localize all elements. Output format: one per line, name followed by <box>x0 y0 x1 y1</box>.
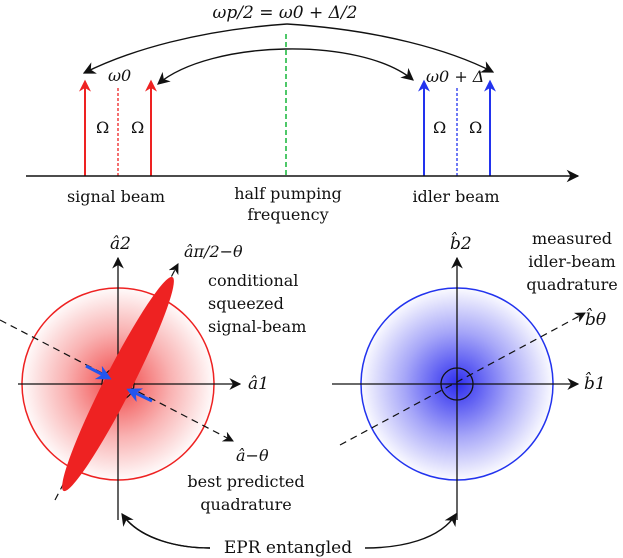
conditional-label: conditional <box>208 271 298 290</box>
half-pumping-label: half pumping <box>234 184 342 203</box>
blue-arrow-lower <box>126 388 153 403</box>
signal-beam-label-2: signal-beam <box>208 317 306 336</box>
omega0-plus-delta-label: ω0 + Δ <box>426 67 484 86</box>
squeezed-ellipse <box>62 276 174 492</box>
signal-beam-label: signal beam <box>67 187 165 206</box>
top-equation: ωp/2 = ω0 + Δ/2 <box>213 3 358 23</box>
arc-outer-right <box>286 23 495 73</box>
b1-label: b̂1 <box>584 372 606 394</box>
a1-label: â1 <box>248 374 269 394</box>
measured-label: measured <box>532 229 612 248</box>
Omega-label-3: Ω <box>433 118 446 137</box>
omega0-label: ω0 <box>108 66 131 85</box>
best-predicted-label: best predicted <box>187 472 304 491</box>
epr-entangled-label: EPR entangled <box>224 538 352 558</box>
epr-section: EPR entangled <box>121 512 456 558</box>
b2-label: b̂2 <box>450 232 472 254</box>
Omega-label-2: Ω <box>131 118 144 137</box>
quadrature-label-2: quadrature <box>526 275 617 294</box>
b-theta-axis <box>339 312 586 446</box>
idler-beam-label-2: idler-beam <box>528 252 615 271</box>
Omega-label-1: Ω <box>96 118 109 137</box>
a-pi-label: âπ/2−θ <box>184 242 243 261</box>
idler-small-circle <box>440 367 474 401</box>
idler-beam-label: idler beam <box>412 187 499 206</box>
quadrature-label: quadrature <box>200 495 291 514</box>
spectrum-section: ωp/2 = ω0 + Δ/2 ω0 ω0 + Δ Ω Ω Ω Ω signal… <box>26 3 580 224</box>
arc-inner <box>157 48 414 85</box>
a-minus-theta-axis <box>0 319 234 442</box>
blue-arrow-upper <box>85 364 112 380</box>
epr-arc-left-head <box>121 512 211 549</box>
a-minus-theta-label: â−θ <box>236 446 269 465</box>
a2-label: â2 <box>110 234 131 254</box>
idler-phase-space: b̂2 b̂1 b̂θ measured idler-beam quadratu… <box>332 229 618 520</box>
squeezed-label: squeezed <box>208 294 284 313</box>
Omega-label-4: Ω <box>469 118 482 137</box>
arc-outer <box>82 23 288 74</box>
signal-phase-space: â2 â1 âπ/2−θ â−θ conditional squeezed si… <box>0 234 306 520</box>
frequency-label: frequency <box>247 205 328 224</box>
b-theta-label: b̂θ <box>585 308 606 330</box>
